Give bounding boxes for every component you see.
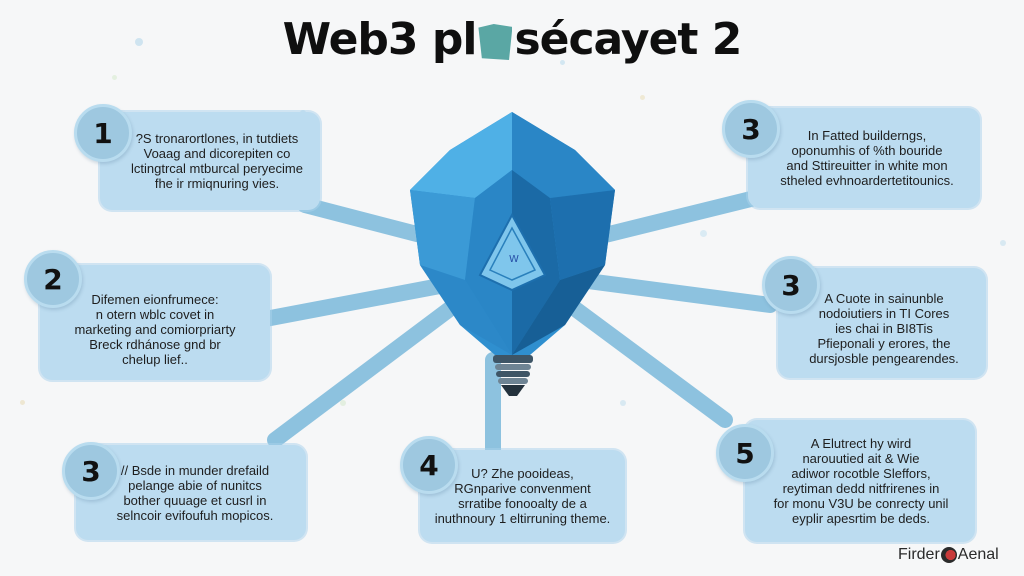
badge-number: 3 (81, 454, 101, 488)
brand-logo: Firder Aenal (898, 546, 999, 564)
callout-text: In Fatted builderngs, oponumhis of %th b… (780, 128, 954, 188)
svg-text:W: W (509, 254, 519, 265)
background-speck (20, 400, 25, 405)
background-speck (1000, 240, 1006, 246)
brand-logo-icon (940, 547, 957, 563)
callout-box-5: A Elutrect hy wird narouutied ait & Wie … (745, 420, 975, 542)
page-title: Web3 pl sécayet 2 (0, 14, 1024, 65)
badge-number: 3 (781, 268, 801, 302)
badge-number: 3 (741, 112, 761, 146)
badge-number: 2 (43, 262, 63, 296)
connector-3-middle-right (572, 272, 778, 313)
background-speck (135, 38, 143, 46)
badge-number: 5 (735, 436, 755, 470)
callout-box-3-top-right: In Fatted builderngs, oponumhis of %th b… (748, 108, 980, 208)
callout-badge-1: 1 (74, 104, 132, 162)
callout-text: A Elutrect hy wird narouutied ait & Wie … (773, 436, 949, 526)
connector-3-bottom-left (267, 297, 463, 448)
title-suffix: sécayet 2 (514, 14, 742, 65)
callout-box-2: Difemen eionfrumece: n otern wblc covet … (40, 265, 270, 380)
callout-text: Difemen eionfrumece: n otern wblc covet … (74, 292, 236, 367)
title-glyph-icon (478, 24, 513, 60)
badge-number: 1 (93, 116, 113, 150)
callout-text: A Cuote in sainunble nodoiutiers in TI C… (809, 290, 959, 366)
connector-3-top-right (577, 190, 763, 248)
callout-box-1: ?S tronarortlones, in tutdiets Voaag and… (100, 112, 320, 210)
background-speck (640, 95, 645, 100)
callout-text: U? Zhe pooideas, RGnparive convenment sr… (434, 466, 611, 526)
callout-badge-2: 2 (24, 250, 82, 308)
callout-badge-3-middle-right: 3 (762, 256, 820, 314)
callout-badge-4: 4 (400, 436, 458, 494)
callout-text: // Bsde in munder drefaild pelange abie … (116, 462, 274, 523)
background-speck (340, 400, 346, 406)
connector-5 (562, 297, 733, 428)
background-speck (620, 400, 626, 406)
background-speck (112, 75, 117, 80)
crystal-lightbulb-icon: W (410, 112, 615, 396)
connector-2 (252, 277, 453, 328)
callout-text: ?S tronarortlones, in tutdiets Voaag and… (131, 131, 303, 191)
title-prefix: Web3 pl (282, 14, 478, 65)
brand-left-text: Firder (898, 546, 940, 563)
badge-number: 4 (419, 448, 439, 482)
callout-badge-3-top-right: 3 (722, 100, 780, 158)
background-speck (700, 230, 707, 237)
callout-badge-3-bottom-left: 3 (62, 442, 120, 500)
callout-badge-5: 5 (716, 424, 774, 482)
brand-right-text: Aenal (957, 546, 999, 563)
background-speck (560, 60, 565, 65)
